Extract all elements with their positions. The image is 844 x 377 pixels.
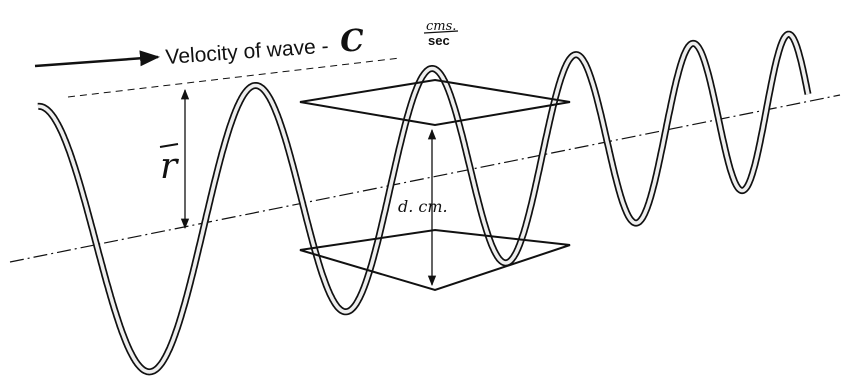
velocity-arrow [34,50,160,68]
velocity-label: Velocity of wave - C [164,23,365,72]
velocity-units-numerator: cms. [426,19,456,34]
velocity-symbol: C [339,23,365,60]
velocity-units-denominator: sec [428,33,450,48]
amplitude-reference-line [67,57,401,98]
wave-axis [9,94,841,263]
lower-plane [299,228,571,292]
amplitude-label: r [160,146,179,187]
upper-plane [299,78,571,127]
wave-ribbon [35,30,812,376]
velocity-prefix: Velocity of wave - [165,35,330,69]
velocity-units-divider [423,30,459,34]
wave-ribbon-core [37,32,810,374]
amplitude-label-hat [159,143,179,148]
distance-label: d. cm. [398,197,448,216]
